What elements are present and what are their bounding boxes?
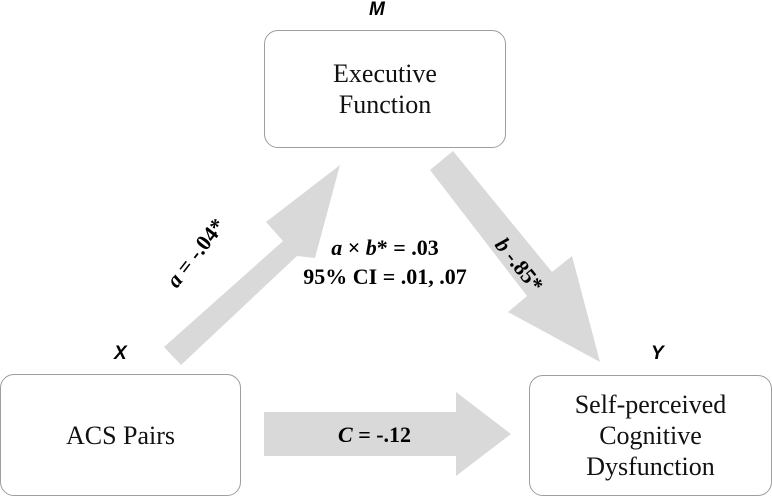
path-b-arrow	[430, 151, 600, 362]
indirect-b-symbol: b	[365, 235, 377, 260]
indirect-a-symbol: a	[331, 235, 343, 260]
predictor-letter: X	[114, 343, 127, 364]
indirect-value-text: * = .03	[376, 235, 439, 260]
path-c-label: C = -.12	[338, 424, 411, 446]
indirect-effect-ci: 95% CI = .01, .07	[303, 264, 467, 289]
path-a-arrow	[164, 165, 340, 365]
outcome-line-3: Dysfunction	[586, 452, 715, 481]
predictor-box: ACS Pairs	[0, 374, 241, 496]
outcome-box: Self-perceived Cognitive Dysfunction	[529, 375, 772, 496]
mediator-box: Executive Function	[264, 30, 506, 148]
mediator-line-1: Executive	[333, 59, 437, 88]
outcome-line-1: Self-perceived	[574, 390, 727, 419]
path-c-value: = -.12	[352, 422, 412, 447]
path-c-symbol: C	[338, 422, 353, 447]
outcome-line-2: Cognitive	[599, 421, 702, 450]
indirect-effect: a × b* = .03 95% CI = .01, .07	[260, 233, 510, 291]
path-c-arrow	[264, 392, 511, 476]
predictor-line-1: ACS Pairs	[65, 420, 176, 450]
indirect-effect-value: a × b* = .03	[260, 233, 510, 262]
mediator-letter: M	[369, 0, 385, 20]
outcome-letter: Y	[651, 343, 664, 364]
mediator-line-2: Function	[338, 90, 432, 119]
indirect-times: ×	[342, 235, 366, 260]
